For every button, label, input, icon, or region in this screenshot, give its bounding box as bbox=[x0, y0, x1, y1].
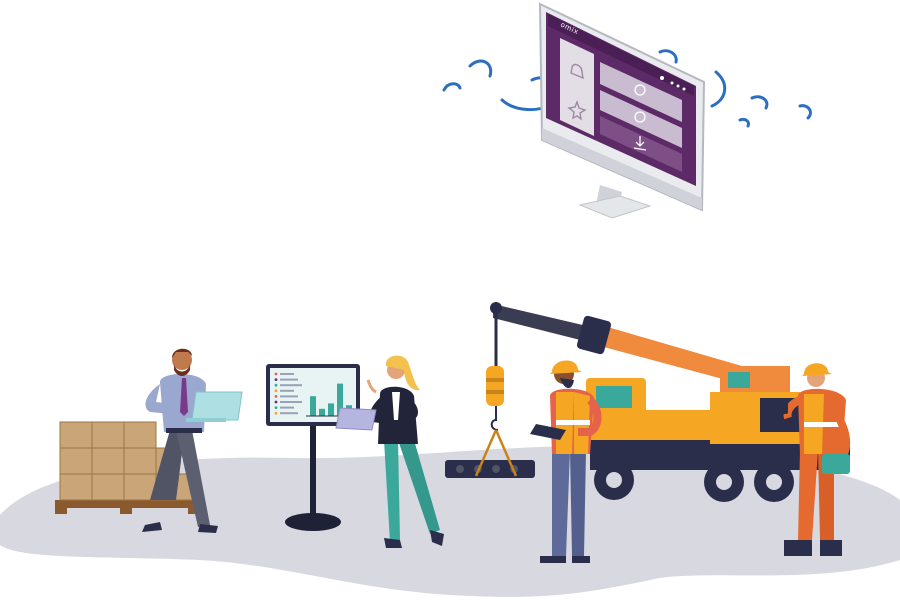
kiosk-list-bullet bbox=[274, 389, 278, 393]
kiosk-list-bullet bbox=[274, 411, 278, 415]
hard-hat-icon-2 bbox=[802, 363, 832, 376]
kiosk-list-bullet bbox=[274, 372, 278, 376]
kiosk-bar bbox=[319, 408, 325, 416]
hard-hat-icon bbox=[550, 360, 582, 374]
bell-icon[interactable] bbox=[570, 63, 584, 80]
tile-sidebar[interactable] bbox=[560, 38, 594, 136]
kiosk-list-bullet bbox=[274, 395, 278, 398]
toolbox-icon bbox=[822, 454, 850, 474]
kiosk-list-item[interactable] bbox=[280, 378, 298, 381]
woman-with-laptop bbox=[335, 355, 444, 548]
man-with-laptop bbox=[142, 348, 243, 533]
kiosk-bar bbox=[310, 396, 316, 416]
ground-shadow bbox=[0, 446, 900, 597]
monitor-header-bar bbox=[548, 14, 694, 96]
info-icon[interactable] bbox=[634, 84, 646, 96]
kiosk-list-item[interactable] bbox=[280, 395, 298, 398]
floating-monitor: omix bbox=[442, 2, 812, 219]
kiosk-list bbox=[274, 372, 302, 415]
kiosk-list-item[interactable] bbox=[280, 389, 294, 392]
tile-settings[interactable] bbox=[600, 90, 682, 148]
tile-download[interactable] bbox=[600, 116, 682, 172]
kiosk-list-item[interactable] bbox=[280, 406, 294, 409]
monitor-base bbox=[578, 195, 652, 219]
truck-window bbox=[596, 386, 632, 408]
user-icon[interactable] bbox=[660, 76, 664, 80]
kiosk-list-bullet bbox=[274, 400, 278, 404]
tablet-icon bbox=[335, 407, 377, 431]
truck-wheels bbox=[594, 460, 794, 502]
kiosk-list-item[interactable] bbox=[280, 412, 298, 415]
worker-with-clipboard bbox=[530, 360, 602, 563]
kiosk-bar bbox=[337, 383, 343, 416]
phone-icon bbox=[778, 398, 788, 414]
tile-info[interactable] bbox=[600, 62, 682, 122]
kiosk-list-item[interactable] bbox=[280, 401, 302, 403]
worker-with-phone bbox=[778, 363, 851, 556]
kiosk-list-item[interactable] bbox=[280, 384, 302, 387]
kiosk-list-bullet bbox=[274, 383, 278, 387]
download-icon[interactable] bbox=[633, 136, 647, 151]
kiosk-list-item[interactable] bbox=[280, 373, 294, 375]
clipboard-icon bbox=[530, 424, 566, 440]
gear-icon[interactable] bbox=[634, 111, 646, 123]
kiosk-list-bullet bbox=[274, 378, 278, 381]
kiosk-bar bbox=[328, 403, 334, 416]
laptop-icon bbox=[191, 391, 243, 421]
monitor-chin bbox=[542, 128, 702, 210]
kiosk-display[interactable] bbox=[266, 364, 360, 531]
menu-dot-icon[interactable] bbox=[670, 81, 674, 85]
kiosk-list-bullet bbox=[274, 406, 278, 409]
star-icon[interactable] bbox=[567, 99, 587, 121]
